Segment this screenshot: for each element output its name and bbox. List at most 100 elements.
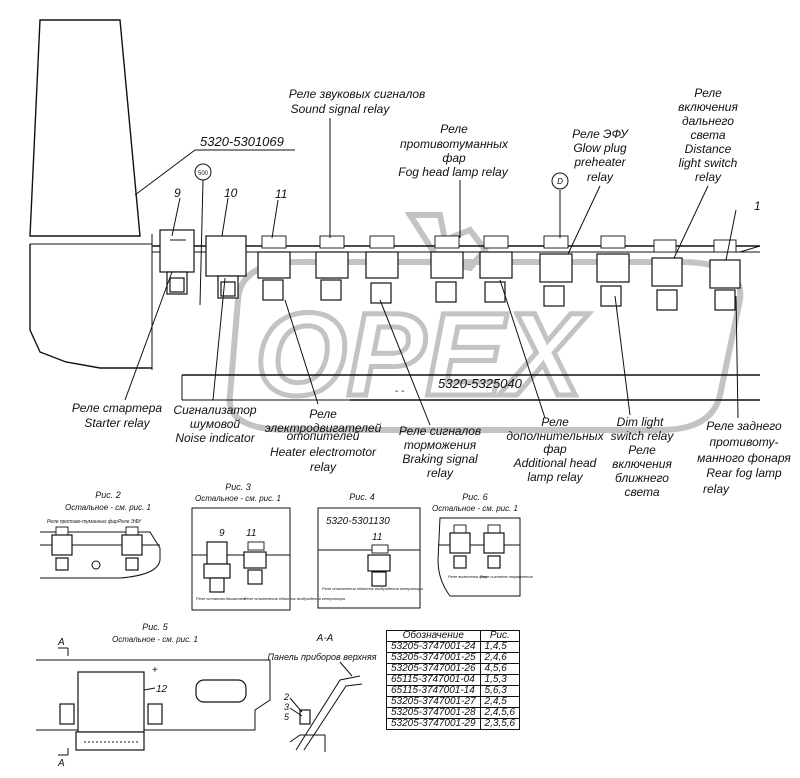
svg-text:2: 2 bbox=[283, 692, 289, 702]
svg-text:Панель приборов верхняя: Панель приборов верхняя bbox=[267, 652, 376, 662]
relay-sound bbox=[315, 235, 349, 301]
svg-text:дальнего: дальнего bbox=[682, 114, 734, 128]
table-cell: 2,3,5,6 bbox=[479, 718, 521, 730]
label-sound-signal: Реле звуковых сигналов Sound signal rela… bbox=[289, 87, 426, 116]
table-cell: 53205-3747001-26 bbox=[386, 663, 481, 675]
svg-text:Сигнализатор: Сигнализатор bbox=[173, 403, 256, 417]
svg-text:12: 12 bbox=[156, 684, 168, 695]
table-cell: 53205-3747001-24 bbox=[386, 641, 481, 653]
table-header-designation: Обозначение bbox=[386, 630, 481, 642]
svg-text:Rear fog lamp: Rear fog lamp bbox=[706, 466, 782, 480]
svg-text:11: 11 bbox=[246, 528, 256, 539]
figure-4: Рис. 4 5320-5301130 11 Реле отключения о… bbox=[317, 492, 424, 609]
relay-fog bbox=[430, 235, 464, 303]
callout-1: 1 bbox=[754, 199, 761, 213]
svg-text:11: 11 bbox=[372, 532, 382, 543]
svg-text:Noise indicator: Noise indicator bbox=[175, 431, 255, 445]
svg-text:Starter relay: Starter relay bbox=[84, 416, 150, 430]
svg-text:Реле сигналов: Реле сигналов bbox=[399, 424, 481, 438]
svg-text:relay: relay bbox=[310, 460, 337, 474]
svg-text:Рис. 5: Рис. 5 bbox=[142, 622, 169, 632]
figure-3: Рис. 3 Остальное - см. рис. 1 9 11 Реле … bbox=[191, 482, 346, 611]
svg-text:дополнительных: дополнительных bbox=[506, 429, 604, 443]
relay-rear-fog bbox=[709, 239, 741, 311]
label-braking: Реле сигналов торможения Braking signal … bbox=[399, 424, 481, 480]
table-cell: 2,4,6 bbox=[479, 652, 521, 664]
svg-text:Остальное - см. рис. 1: Остальное - см. рис. 1 bbox=[432, 504, 518, 513]
svg-text:Рис. 3: Рис. 3 bbox=[225, 482, 251, 492]
label-dim-light: Dim light switch relay Реле включения бл… bbox=[611, 415, 675, 499]
relay-heater bbox=[257, 235, 291, 301]
label-distance-light: Реле включения дальнего света Distance l… bbox=[678, 86, 738, 184]
relay-starter bbox=[159, 229, 195, 295]
leader-lines bbox=[124, 118, 739, 426]
label-heater: Реле электродвигателей отопителей Heater… bbox=[265, 407, 382, 474]
svg-text:включения: включения bbox=[612, 457, 672, 471]
svg-text:манного фонаря: манного фонаря bbox=[697, 451, 791, 465]
svg-text:Рис. 2: Рис. 2 bbox=[95, 490, 121, 500]
svg-text:А-А: А-А bbox=[316, 633, 334, 644]
svg-text:света: света bbox=[690, 128, 725, 142]
table-cell: 65115-3747001-14 bbox=[386, 685, 481, 697]
table-cell: 2,4,5,6 bbox=[479, 707, 521, 719]
svg-text:Реле противо-туманных фар: Реле противо-туманных фар bbox=[47, 519, 118, 525]
svg-text:торможения: торможения bbox=[404, 438, 477, 452]
svg-text:D: D bbox=[557, 177, 563, 186]
label-starter: Реле стартера Starter relay bbox=[72, 401, 162, 430]
table-cell: 4,5,6 bbox=[479, 663, 521, 675]
svg-text:A: A bbox=[57, 637, 65, 648]
svg-text:Heater electromotor: Heater electromotor bbox=[270, 445, 377, 459]
svg-text:шумовой: шумовой bbox=[190, 417, 241, 431]
part-number-bottom: 5320-5325040 bbox=[438, 376, 523, 391]
svg-text:Остальное - см. рис. 1: Остальное - см. рис. 1 bbox=[112, 635, 198, 644]
table-cell: 5,6,3 bbox=[479, 685, 521, 697]
svg-text:relay: relay bbox=[695, 170, 722, 184]
svg-text:Sound signal relay: Sound signal relay bbox=[291, 102, 391, 116]
circle-500: 500 bbox=[194, 163, 212, 181]
table-cell: 65115-3747001-04 bbox=[386, 674, 481, 686]
relay-noise bbox=[205, 235, 247, 299]
svg-text:relay: relay bbox=[703, 482, 730, 496]
figure-6: Рис. 6 Остальное - см. рис. 1 Реле включ… bbox=[432, 492, 534, 597]
section-a-a: А-А Панель приборов верхняя 2 3 5 bbox=[267, 633, 377, 752]
svg-text:5: 5 bbox=[284, 712, 290, 722]
svg-text:Реле останова двигателя: Реле останова двигателя bbox=[196, 596, 247, 601]
svg-text:света: света bbox=[624, 485, 659, 499]
svg-text:Реле включения фар: Реле включения фар bbox=[448, 574, 488, 579]
relay-row bbox=[159, 229, 741, 311]
label-glow-plug: Реле ЭФУ Glow plug preheater relay bbox=[572, 127, 629, 184]
label-noise: Сигнализатор шумовой Noise indicator bbox=[173, 403, 256, 445]
svg-text:Остальное - см. рис. 1: Остальное - см. рис. 1 bbox=[195, 494, 281, 503]
svg-text:9: 9 bbox=[219, 528, 225, 539]
svg-text:+: + bbox=[152, 665, 158, 676]
svg-text:Реле ЭФУ: Реле ЭФУ bbox=[118, 519, 142, 525]
svg-text:Dim light: Dim light bbox=[617, 415, 664, 429]
svg-text:lamp relay: lamp relay bbox=[527, 470, 583, 484]
table-cell: 1,5,3 bbox=[479, 674, 521, 686]
svg-text:Реле: Реле bbox=[694, 86, 722, 100]
svg-text:Реле заднего: Реле заднего bbox=[706, 419, 782, 433]
label-rear-fog: Реле заднего противоту- манного фонаря R… bbox=[697, 419, 791, 496]
svg-text:Braking signal: Braking signal bbox=[402, 452, 478, 466]
callout-9: 9 bbox=[174, 186, 181, 200]
svg-text:противотуманных: противотуманных bbox=[400, 137, 509, 151]
svg-text:Рис. 6: Рис. 6 bbox=[462, 492, 488, 502]
svg-text:электродвигателей: электродвигателей bbox=[265, 421, 382, 435]
table-cell: 2,4,5 bbox=[479, 696, 521, 708]
svg-text:Additional head: Additional head bbox=[513, 456, 597, 470]
table-header-row: Обозначение Рис. bbox=[386, 630, 521, 642]
svg-text:Реле: Реле bbox=[440, 122, 468, 136]
svg-text:A: A bbox=[57, 758, 65, 769]
svg-text:противоту-: противоту- bbox=[709, 435, 778, 449]
svg-text:Distance: Distance bbox=[685, 142, 732, 156]
svg-text:ближнего: ближнего bbox=[615, 471, 669, 485]
table-header-figure: Рис. bbox=[479, 630, 521, 642]
